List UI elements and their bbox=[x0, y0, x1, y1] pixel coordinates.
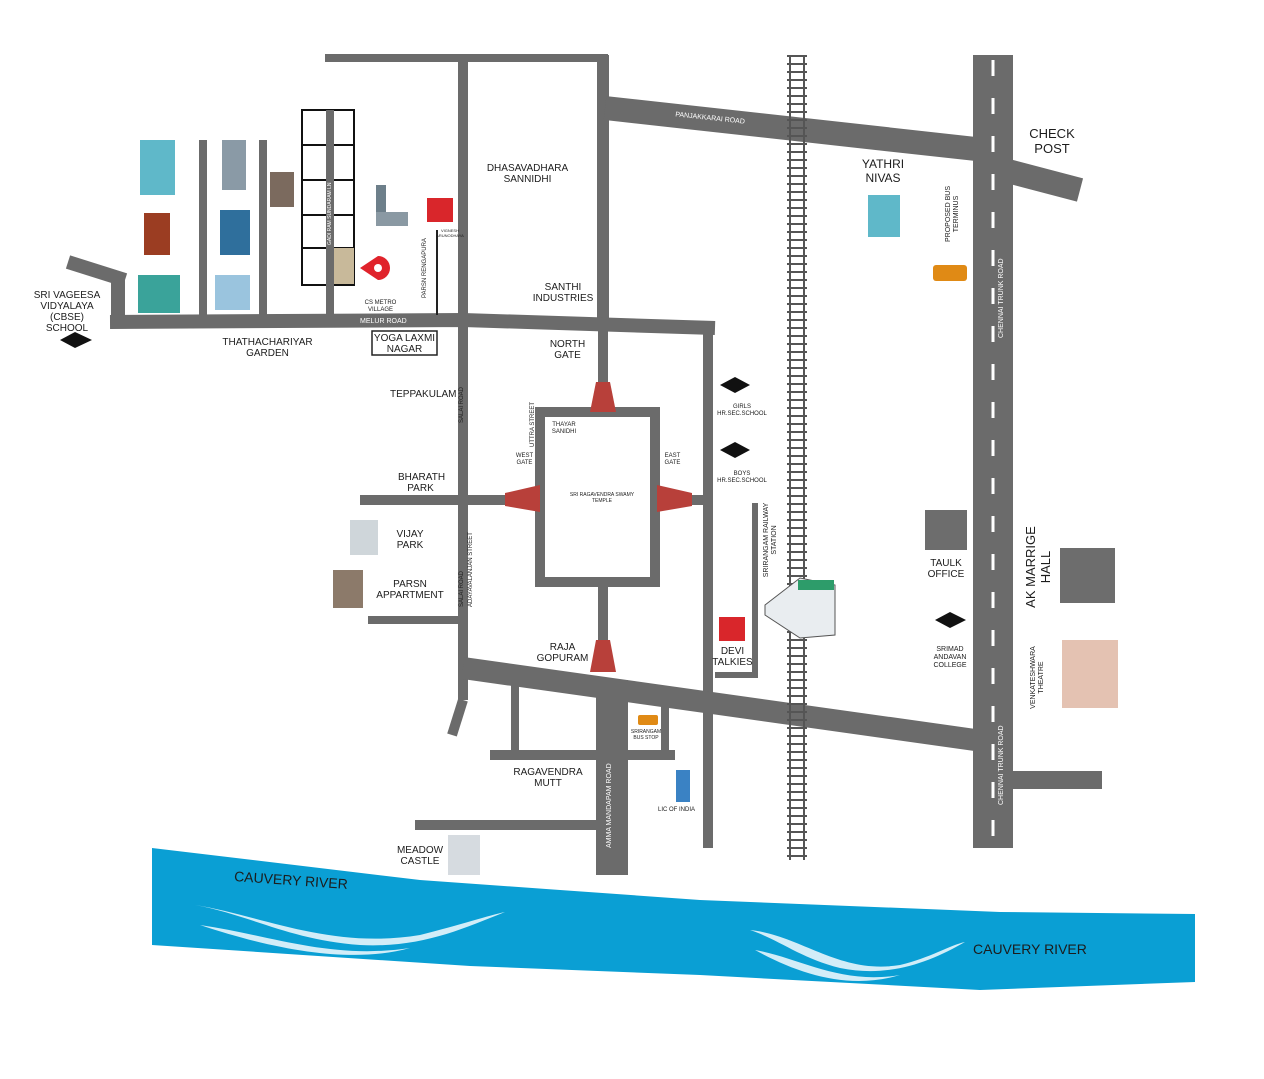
uttra-street-label: UTTRA STREET bbox=[530, 401, 536, 447]
venkateshwara-theatre-label: VENKATESHWARA THEATRE bbox=[1030, 646, 1045, 709]
location-marker-icon bbox=[360, 256, 390, 280]
railway-track bbox=[789, 55, 805, 860]
melur-road-label: MELUR ROAD bbox=[360, 318, 407, 325]
yathri-nivas-label: YATHRI NIVAS bbox=[861, 157, 905, 185]
cauvery-river-label-right: CAUVERY RIVER bbox=[973, 941, 1087, 957]
north-gate-label: NORTH GATE bbox=[549, 339, 586, 361]
bus-icons bbox=[638, 265, 967, 725]
taulk-office-label: TAULK OFFICE bbox=[927, 558, 965, 580]
dhasavadhara-sannidhi-label: DHASAVADHARA SANNIDHI bbox=[486, 163, 569, 185]
bus-stop-label: SRIRANGAM BUS STOP bbox=[630, 729, 662, 741]
plot-site-image bbox=[334, 248, 354, 284]
building-icons bbox=[138, 140, 1118, 875]
parsn-appartment-label: PARSN APPARTMENT bbox=[376, 579, 444, 601]
train-icon bbox=[764, 577, 836, 639]
vignesh-arunodhaya-label: VIGNESH ARUNODHAYA bbox=[436, 228, 464, 238]
yoga-laxmi-nagar-box bbox=[371, 330, 438, 356]
graduation-cap-icons bbox=[60, 332, 966, 628]
santhi-industries-label: SANTHI INDUSTRIES bbox=[532, 282, 594, 304]
raja-gopuram-label: RAJA GOPURAM bbox=[536, 642, 589, 664]
lic-of-india-label: LIC OF INDIA bbox=[658, 807, 696, 813]
girls-school-label: GIRLS HR.SEC.SCHOOL bbox=[717, 404, 767, 417]
river-wave bbox=[195, 905, 965, 981]
shop-icons bbox=[427, 198, 745, 641]
proposed-bus-terminus-label: PROPOSED BUS TERMINUS bbox=[945, 186, 960, 243]
cs-metro-village-label: CS METRO VILLAGE bbox=[364, 300, 397, 313]
thayar-sanidhi-label: THAYAR SANIDHI bbox=[551, 422, 577, 435]
teppakulam-label: TEPPAKULAM bbox=[390, 389, 457, 400]
cauvery-river bbox=[152, 848, 1195, 990]
check-post-label: CHECK POST bbox=[1029, 126, 1075, 156]
east-gate-label: EAST GATE bbox=[664, 453, 681, 466]
grid-lane-label: GADI RAM SUNDARAM LN bbox=[327, 182, 333, 245]
ragavendra-mutt-label: RAGAVENDRA MUTT bbox=[513, 767, 583, 789]
yoga-laxmi-nagar-label: YOGA LAXMI NAGAR bbox=[373, 333, 436, 355]
devi-talkies-label: DEVI TALKIES bbox=[712, 646, 753, 668]
west-gate-label: WEST GATE bbox=[515, 453, 534, 466]
srimad-andavan-college-label: SRIMAD ANDAVAN COLLEGE bbox=[933, 646, 967, 669]
parsn-rengapura-label: PARSN RENGAPURA bbox=[422, 238, 428, 298]
vijay-park-label: VIJAY PARK bbox=[396, 529, 424, 551]
boys-school-label: BOYS HR.SEC.SCHOOL bbox=[717, 471, 767, 484]
chennai-trunk-road-label: CHENNAI TRUNK ROAD bbox=[998, 258, 1005, 338]
amma-mandapam-road-label: AMMA MANDAPAM ROAD bbox=[606, 763, 613, 848]
ak-marrige-hall-label: AK MARRIGE HALL bbox=[1023, 526, 1053, 608]
sri-vageesa-school-label: SRI VAGEESA VIDYALAYA (CBSE) SCHOOL bbox=[33, 290, 101, 334]
adayavalanjan-street-label: ADAYAVALANJAN STREET bbox=[468, 532, 474, 607]
thathachariyar-garden-label: THATHACHARIYAR GARDEN bbox=[222, 337, 313, 359]
gopuram-icon bbox=[505, 382, 692, 672]
salai-road-label: SALAI ROAD bbox=[459, 386, 465, 423]
temple-label: SRI RAGAVENDRA SWAMY TEMPLE bbox=[569, 492, 635, 504]
railway-station-label: SRIRANGAM RAILWAY STATION bbox=[763, 502, 778, 578]
bharath-park-label: BHARATH PARK bbox=[398, 472, 446, 494]
salai-road-label-lower: SALAI ROAD bbox=[459, 570, 465, 607]
chennai-trunk-road-label-lower: CHENNAI TRUNK ROAD bbox=[998, 725, 1005, 805]
meadow-castle-label: MEADOW CASTLE bbox=[396, 845, 444, 867]
